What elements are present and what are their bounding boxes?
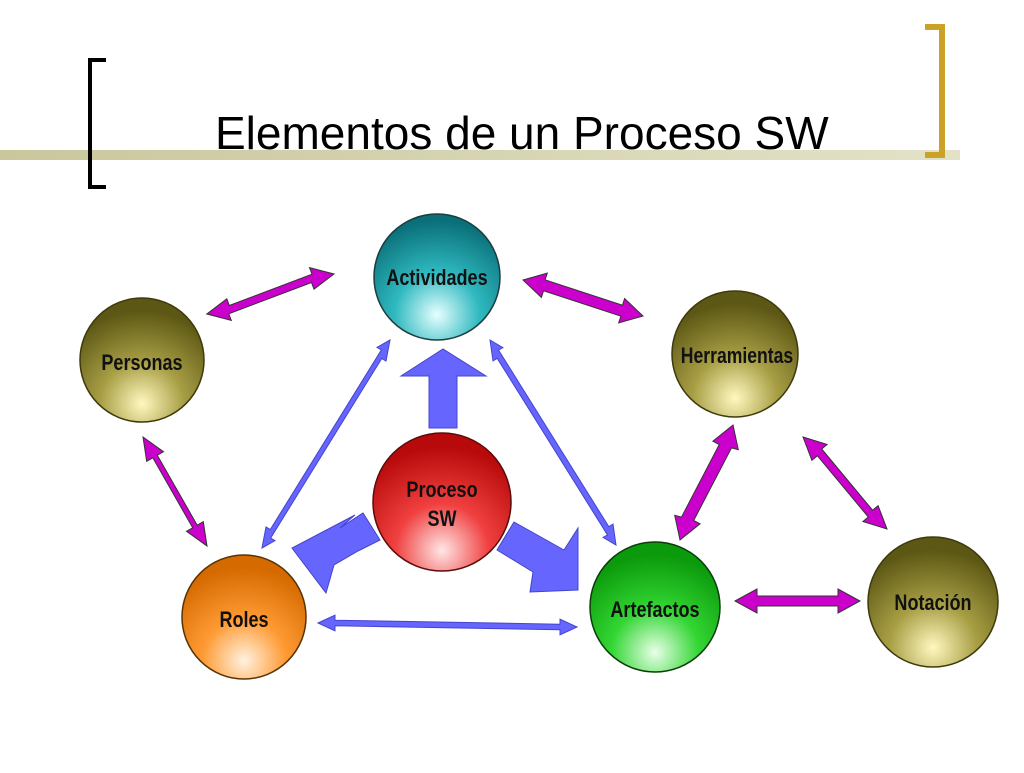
block-arrow-right bbox=[496, 521, 579, 593]
arrow-roles-artefactos bbox=[316, 614, 579, 636]
node-notacion bbox=[867, 536, 999, 668]
label-herramientas: Herramientas bbox=[681, 344, 793, 368]
arrow-artefactos-notacion bbox=[733, 588, 862, 614]
arrow-roles-actividades bbox=[261, 339, 391, 549]
title-bar bbox=[0, 150, 960, 160]
left-bracket bbox=[88, 58, 106, 189]
arrow-actividades-herramientas bbox=[522, 272, 644, 324]
arrow-herramientas-artefactos bbox=[674, 424, 739, 541]
right-bracket bbox=[925, 24, 945, 158]
label-personas: Personas bbox=[101, 351, 182, 375]
node-actividades bbox=[373, 213, 501, 341]
block-arrow-left bbox=[291, 512, 381, 595]
node-artefactos bbox=[589, 541, 721, 673]
arrow-herramientas-notacion bbox=[802, 436, 888, 530]
node-proceso bbox=[372, 432, 512, 572]
node-herramientas bbox=[671, 290, 799, 418]
node-personas bbox=[79, 297, 205, 423]
label-notacion: Notación bbox=[894, 591, 971, 615]
label-artefactos: Artefactos bbox=[610, 598, 699, 622]
arrow-actividades-artefactos bbox=[489, 339, 617, 546]
block-arrow-up bbox=[399, 348, 488, 429]
arrow-personas-roles bbox=[142, 435, 208, 548]
label-proceso-line1: Proceso bbox=[406, 478, 477, 502]
arrow-personas-actividades bbox=[205, 266, 336, 322]
label-actividades: Actividades bbox=[386, 266, 487, 290]
slide-title: Elementos de un Proceso SW bbox=[215, 107, 829, 159]
node-roles bbox=[181, 554, 307, 680]
label-proceso-line2: SW bbox=[427, 507, 456, 531]
label-roles: Roles bbox=[219, 608, 268, 632]
